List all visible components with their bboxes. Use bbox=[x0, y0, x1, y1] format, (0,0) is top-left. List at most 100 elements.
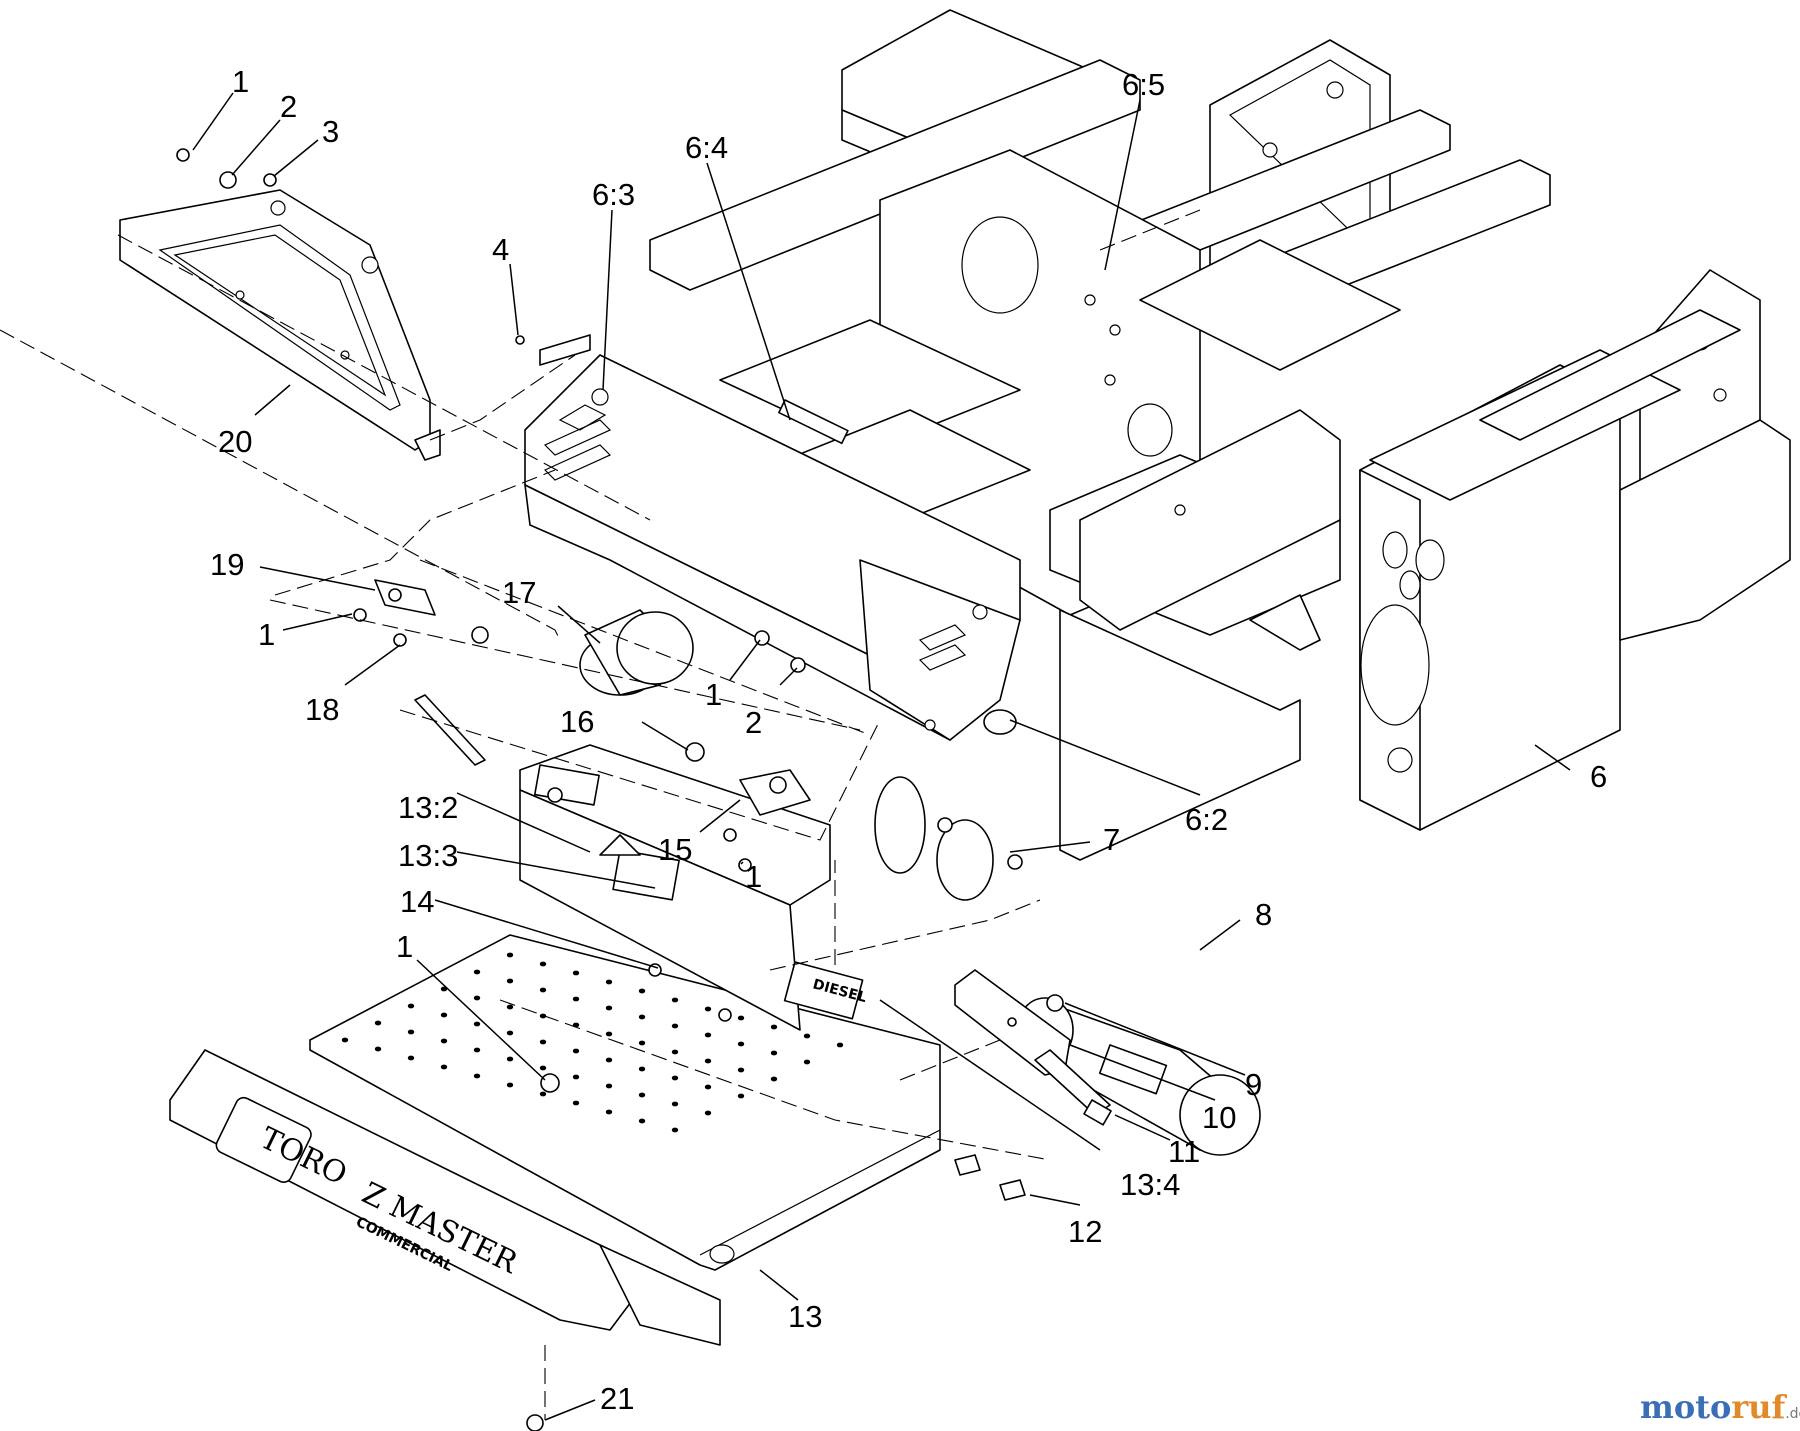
floor-hole bbox=[539, 1091, 547, 1097]
floor-hole bbox=[671, 1101, 679, 1107]
floor-hole bbox=[803, 1033, 811, 1039]
callout-13-3: 13:3 bbox=[398, 838, 458, 873]
callout-6-3: 6:3 bbox=[592, 177, 635, 212]
callout-9: 9 bbox=[1245, 1067, 1262, 1102]
floor-hole bbox=[605, 1057, 613, 1063]
floor-hole bbox=[506, 1056, 514, 1062]
floor-hole bbox=[506, 1030, 514, 1036]
watermark: motoruf.de bbox=[1640, 1388, 1800, 1426]
floor-hole bbox=[440, 1064, 448, 1070]
floor-hole bbox=[737, 1041, 745, 1047]
floor-hole bbox=[605, 1005, 613, 1011]
floor-hole bbox=[737, 1093, 745, 1099]
floor-plate-holes bbox=[341, 952, 844, 1133]
floor-hole bbox=[671, 997, 679, 1003]
floor-hole bbox=[770, 1024, 778, 1030]
floor-hole bbox=[638, 988, 646, 994]
callout-15: 15 bbox=[658, 832, 692, 867]
floor-hole bbox=[473, 995, 481, 1001]
floor-hole bbox=[704, 1110, 712, 1116]
callout-1: 1 bbox=[232, 64, 249, 99]
front-shield: DIESEL bbox=[519, 744, 868, 1031]
floor-hole bbox=[605, 1083, 613, 1089]
floor-hole bbox=[407, 1029, 415, 1035]
floor-hole bbox=[704, 1032, 712, 1038]
floor-hole bbox=[671, 1075, 679, 1081]
floor-hole bbox=[572, 1074, 580, 1080]
floor-hole bbox=[506, 952, 514, 958]
floor-hole bbox=[638, 1118, 646, 1124]
callout-18: 18 bbox=[305, 692, 339, 727]
callout-4: 4 bbox=[492, 232, 509, 267]
floor-hole bbox=[506, 1082, 514, 1088]
callout-2b: 2 bbox=[745, 705, 762, 740]
callout-13-2: 13:2 bbox=[398, 790, 458, 825]
main-frame bbox=[524, 9, 1791, 861]
callout-10: 10 bbox=[1202, 1100, 1236, 1135]
callout-20: 20 bbox=[218, 424, 252, 459]
floor-hole bbox=[473, 1073, 481, 1079]
floor-hole bbox=[638, 1040, 646, 1046]
floor-hole bbox=[638, 1092, 646, 1098]
floor-hole bbox=[704, 1006, 712, 1012]
floor-hole bbox=[539, 961, 547, 967]
toro-logo bbox=[215, 1096, 312, 1183]
callout-1d: 1 bbox=[396, 929, 413, 964]
floor-hole bbox=[440, 1038, 448, 1044]
leader-lines bbox=[192, 92, 1571, 1421]
floor-hole bbox=[572, 970, 580, 976]
callout-2: 2 bbox=[280, 89, 297, 124]
floor-hole bbox=[638, 1066, 646, 1072]
callout-21: 21 bbox=[600, 1381, 634, 1416]
floor-hole bbox=[473, 1021, 481, 1027]
floor-hole bbox=[605, 1109, 613, 1115]
callout-6: 6 bbox=[1590, 759, 1607, 794]
callout-1b: 1 bbox=[258, 617, 275, 652]
callout-6-4: 6:4 bbox=[685, 130, 728, 165]
floor-hole bbox=[572, 1048, 580, 1054]
floor-hole bbox=[605, 979, 613, 985]
callout-3: 3 bbox=[322, 114, 339, 149]
floor-hole bbox=[374, 1046, 382, 1052]
diesel-decal bbox=[783, 961, 864, 1020]
callout-6-2: 6:2 bbox=[1185, 802, 1228, 837]
floor-hole bbox=[803, 1059, 811, 1065]
floor-hole bbox=[374, 1020, 382, 1026]
floor-hole bbox=[770, 1076, 778, 1082]
floor-hole bbox=[704, 1084, 712, 1090]
callout-8: 8 bbox=[1255, 897, 1272, 932]
floor-hole bbox=[341, 1037, 349, 1043]
floor-hole bbox=[836, 1042, 844, 1048]
callout-13: 13 bbox=[788, 1299, 822, 1334]
floor-hole bbox=[440, 1012, 448, 1018]
callout-13-4: 13:4 bbox=[1120, 1167, 1180, 1202]
floor-hole bbox=[506, 1004, 514, 1010]
floor-hole bbox=[770, 1050, 778, 1056]
floor-hole bbox=[671, 1127, 679, 1133]
floor-hole bbox=[407, 1003, 415, 1009]
floor-hole bbox=[704, 1058, 712, 1064]
floor-hole bbox=[407, 1055, 415, 1061]
callout-1c: 1 bbox=[705, 677, 722, 712]
callout-labels: 1 2 3 4 6:3 6:4 6:5 20 19 1 18 17 1 2 16… bbox=[210, 64, 1607, 1416]
floor-hole bbox=[539, 1039, 547, 1045]
floor-hole bbox=[671, 1049, 679, 1055]
floor-hole bbox=[539, 1013, 547, 1019]
floor-hole bbox=[572, 996, 580, 1002]
floor-hole bbox=[638, 1014, 646, 1020]
front-cover-panel bbox=[119, 189, 441, 461]
floor-hole bbox=[572, 1100, 580, 1106]
floor-hole bbox=[737, 1067, 745, 1073]
callout-7: 7 bbox=[1103, 822, 1120, 857]
floor-hole bbox=[539, 987, 547, 993]
floor-hole bbox=[506, 978, 514, 984]
callout-16: 16 bbox=[560, 704, 594, 739]
watermark-text: motoruf.de bbox=[1640, 1388, 1800, 1426]
small-parts bbox=[176, 148, 1261, 1431]
callout-6-5: 6:5 bbox=[1122, 67, 1165, 102]
floor-hole bbox=[671, 1023, 679, 1029]
floor-hole bbox=[539, 1065, 547, 1071]
floor-hole bbox=[605, 1031, 613, 1037]
